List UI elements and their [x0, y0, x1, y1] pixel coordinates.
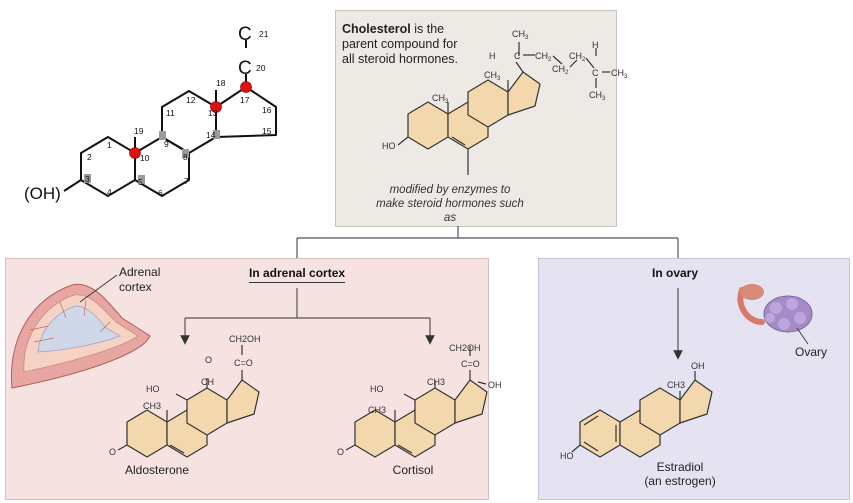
chol-ch3-19: CH3	[432, 93, 449, 105]
aldosterone-label: Aldosterone	[124, 463, 190, 477]
estr-ho: HO	[560, 451, 574, 461]
modified-by-enzymes-text: modified by enzymes to make steroid horm…	[376, 184, 524, 224]
chol-ch3-26: CH3	[611, 68, 628, 80]
chol-ch3-27: CH3	[589, 90, 606, 102]
aldo-ch: CH	[201, 377, 214, 387]
num-1: 1	[107, 140, 112, 150]
chol-ch2-24: CH2	[569, 51, 586, 63]
c8-stereo-mark	[182, 149, 189, 158]
cort-ch3-19: CH3	[368, 405, 386, 415]
cort-ch2oh: CH2OH	[449, 343, 481, 353]
num-6: 6	[158, 188, 163, 198]
aldo-co: C=O	[234, 358, 253, 368]
cholesterol-description-text: is the parent compound for all steroid h…	[342, 22, 459, 66]
num-11: 11	[166, 108, 175, 118]
c9-stereo-mark	[159, 131, 166, 140]
cort-co: C=O	[461, 359, 480, 369]
cholesterol-name: Cholesterol	[342, 22, 411, 36]
chol-c-25: C	[592, 68, 599, 78]
num-18: 18	[216, 78, 226, 88]
adrenal-label-line2: cortex	[119, 280, 152, 294]
cort-ch3-18: CH3	[427, 377, 445, 387]
num-21: 21	[259, 29, 269, 39]
chol-ch2-23: CH2	[552, 64, 569, 76]
num-19: 19	[134, 126, 144, 136]
aldo-o: O	[205, 355, 212, 365]
c17-dot	[240, 81, 252, 93]
num-8: 8	[183, 152, 188, 162]
estr-ch3: CH3	[667, 380, 685, 390]
num-10: 10	[140, 153, 150, 163]
cortisol-label: Cortisol	[392, 463, 434, 477]
chol-h-20: H	[489, 51, 496, 61]
estr-oh: OH	[691, 361, 705, 371]
hydroxyl-label: (OH)	[24, 184, 61, 203]
aldo-ch2oh: CH2OH	[229, 334, 261, 344]
num-2: 2	[87, 152, 92, 162]
num-12: 12	[186, 95, 196, 105]
adrenal-label-line1: Adrenal	[119, 265, 161, 279]
estradiol-subtitle: (an estrogen)	[644, 474, 716, 488]
chol-ch3-18: CH3	[484, 70, 501, 82]
c13-dot	[210, 101, 222, 113]
num-13: 13	[208, 108, 218, 118]
chol-ho: HO	[382, 141, 396, 151]
estradiol-label: Estradiol (an estrogen)	[625, 460, 735, 488]
aldo-ch3: CH3	[143, 401, 161, 411]
steroid-nucleus-diagram: C C 21 20 18 17 16 15 13 14 12 11 9 8 7 …	[24, 24, 277, 203]
c14-stereo-mark	[213, 130, 220, 139]
aldo-o-keto: O	[109, 447, 116, 457]
aldo-ho: HO	[146, 384, 160, 394]
cholesterol-description: Cholesterol is the parent compound for a…	[342, 22, 467, 67]
adrenal-cortex-label: Adrenal cortex	[119, 265, 160, 295]
num-3: 3	[85, 174, 90, 184]
num-15: 15	[262, 126, 272, 136]
chol-h-25: H	[592, 40, 599, 50]
num-14: 14	[206, 130, 216, 140]
num-5: 5	[138, 177, 143, 187]
estradiol-name: Estradiol	[656, 460, 704, 474]
num-17: 17	[240, 95, 250, 105]
num-20: 20	[256, 63, 266, 73]
cort-ho: HO	[370, 384, 384, 394]
num-16: 16	[262, 105, 272, 115]
chol-ch2-22: CH2	[535, 51, 552, 63]
c20-atom: C	[238, 58, 252, 79]
num-7: 7	[184, 176, 189, 186]
chol-ch3-c21: CH3	[512, 29, 529, 41]
num-4: 4	[107, 187, 112, 197]
ovary-header: In ovary	[652, 266, 699, 280]
adrenal-cortex-header: In adrenal cortex	[249, 266, 346, 283]
cort-oh: OH	[488, 380, 502, 390]
num-9: 9	[164, 139, 169, 149]
c10-dot	[129, 147, 141, 159]
cort-o-keto: O	[337, 447, 344, 457]
chol-c-20: C	[514, 51, 521, 61]
c3-stereo-mark	[84, 174, 91, 183]
ovary-label: Ovary	[795, 345, 828, 359]
c5-stereo-mark	[138, 175, 145, 184]
c21-atom: C	[238, 24, 252, 45]
